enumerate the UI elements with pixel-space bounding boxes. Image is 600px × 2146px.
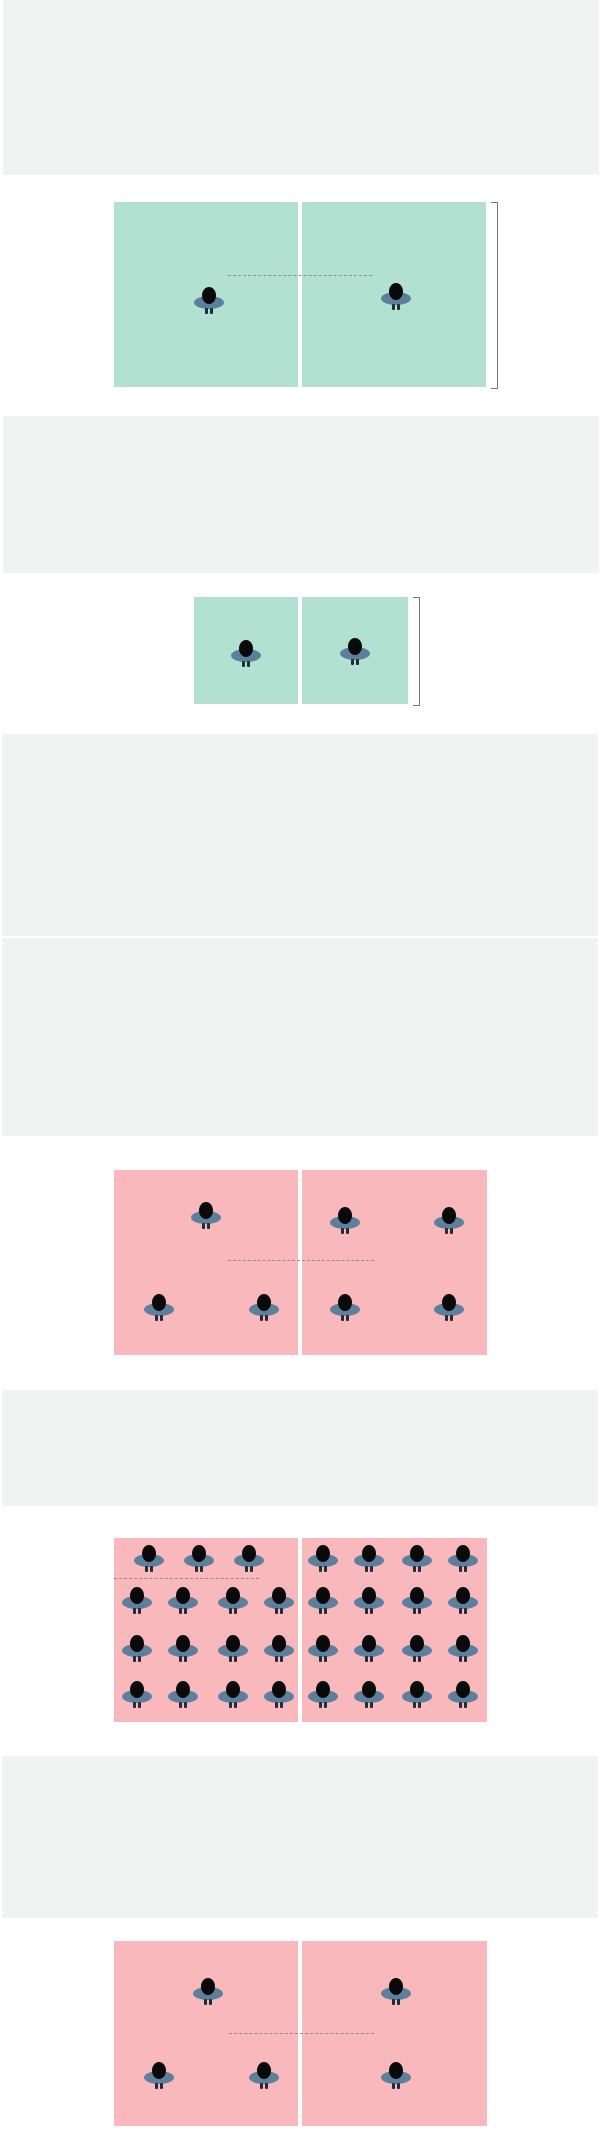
player-topdown-icon [144,2062,174,2089]
player-topdown-icon [168,1681,198,1708]
placeholder-panel-5 [2,1390,598,1506]
player-topdown-icon [218,1681,248,1708]
player-topdown-icon [402,1587,432,1614]
player-topdown-icon [354,1587,384,1614]
player-topdown-icon [184,1545,214,1572]
player-topdown-icon [218,1587,248,1614]
court-1 [114,202,486,387]
court-2 [194,597,408,704]
player-topdown-icon [191,1202,221,1229]
player-topdown-icon [354,1635,384,1662]
player-topdown-icon [144,1294,174,1321]
player-topdown-icon [308,1681,338,1708]
player-topdown-icon [354,1681,384,1708]
side-bracket [491,202,498,389]
player-topdown-icon [434,1294,464,1321]
player-topdown-icon [122,1587,152,1614]
player-topdown-icon [340,638,370,665]
placeholder-panel-1 [3,0,599,175]
player-topdown-icon [264,1635,294,1662]
placeholder-panel-6 [2,1756,598,1918]
court-5 [114,1941,487,2126]
player-topdown-icon [122,1681,152,1708]
player-topdown-icon [402,1681,432,1708]
player-topdown-icon [249,2062,279,2089]
player-topdown-icon [402,1545,432,1572]
player-topdown-icon [168,1635,198,1662]
court-divider [298,202,302,387]
player-topdown-icon [193,1978,223,2005]
court-divider [298,1538,302,1722]
player-topdown-icon [381,2062,411,2089]
dashed-guide-line [228,1260,374,1261]
court-divider [298,597,302,704]
dashed-guide-line [229,2033,374,2034]
player-topdown-icon [381,1978,411,2005]
player-topdown-icon [194,287,224,314]
player-topdown-icon [381,283,411,310]
player-topdown-icon [122,1635,152,1662]
player-topdown-icon [308,1545,338,1572]
player-topdown-icon [134,1545,164,1572]
player-topdown-icon [434,1207,464,1234]
player-topdown-icon [448,1681,478,1708]
player-topdown-icon [330,1294,360,1321]
player-topdown-icon [231,640,261,667]
placeholder-panel-4 [2,938,598,1136]
player-topdown-icon [308,1587,338,1614]
player-topdown-icon [330,1207,360,1234]
player-topdown-icon [234,1545,264,1572]
player-topdown-icon [402,1635,432,1662]
player-topdown-icon [448,1545,478,1572]
side-bracket [413,597,420,706]
dashed-guide-line [228,275,372,276]
player-topdown-icon [264,1587,294,1614]
player-topdown-icon [354,1545,384,1572]
player-topdown-icon [264,1681,294,1708]
player-topdown-icon [448,1587,478,1614]
dashed-guide-line [114,1578,259,1579]
court-divider [298,1170,302,1355]
placeholder-panel-2 [3,416,599,573]
player-topdown-icon [448,1635,478,1662]
court-3 [114,1170,487,1355]
player-topdown-icon [218,1635,248,1662]
player-topdown-icon [168,1587,198,1614]
placeholder-panel-3 [2,734,598,936]
player-topdown-icon [308,1635,338,1662]
court-4 [114,1538,487,1722]
player-topdown-icon [249,1294,279,1321]
